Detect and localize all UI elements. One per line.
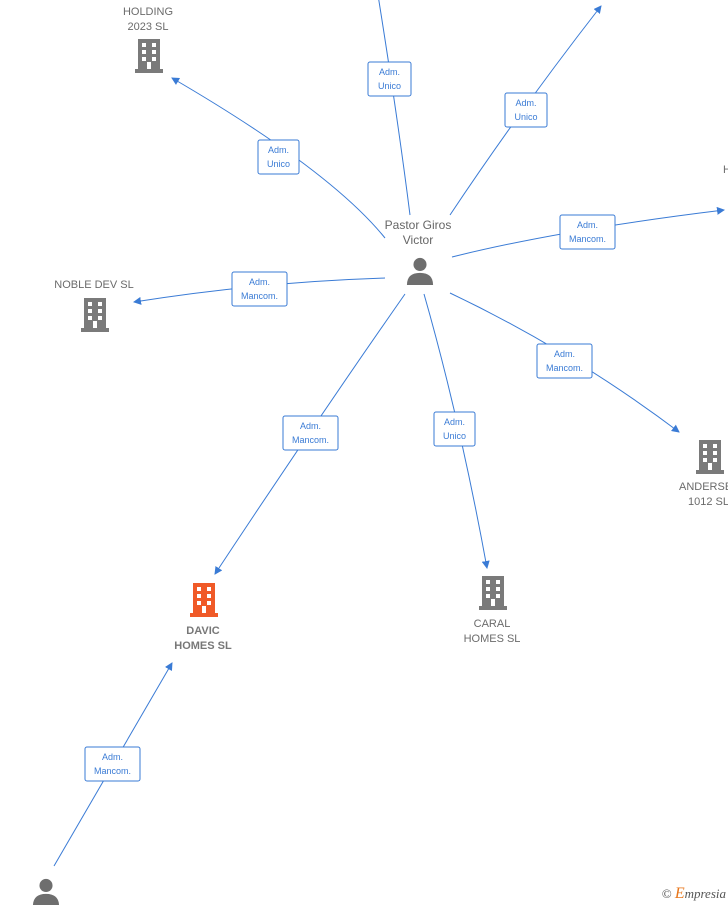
svg-text:Adm.: Adm. — [379, 67, 400, 77]
node-label-line: HOMES SL — [174, 640, 232, 652]
svg-text:Adm.: Adm. — [577, 220, 598, 230]
edge-label-andersen[interactable]: Adm. Mancom. — [536, 343, 593, 379]
svg-text:Unico: Unico — [514, 112, 537, 122]
svg-text:Mancom.: Mancom. — [94, 766, 131, 776]
node-label-line: H — [723, 164, 728, 176]
edges — [53, 0, 725, 867]
edge-label-bottom-davic[interactable]: Adm. Mancom. — [84, 746, 141, 782]
svg-text:Unico: Unico — [443, 431, 466, 441]
edge-label-right-top[interactable]: Adm. Mancom. — [559, 214, 616, 250]
svg-text:Adm.: Adm. — [444, 417, 465, 427]
node-label-line: HOMES SL — [464, 633, 521, 645]
svg-text:Unico: Unico — [378, 81, 401, 91]
edge-holding — [171, 77, 386, 239]
svg-text:Mancom.: Mancom. — [546, 363, 583, 373]
edge-top-a — [378, 0, 411, 216]
person-icon — [406, 257, 434, 285]
edge-label-davic[interactable]: Adm. Mancom. — [282, 415, 339, 451]
node-bottom-person[interactable] — [32, 878, 60, 905]
building-icon — [135, 39, 163, 73]
edge-labels: Adm. Unico Adm. Unico Adm. Unico Adm. Ma… — [84, 61, 616, 782]
node-label-line: HOLDING — [123, 6, 173, 18]
svg-text:Adm.: Adm. — [515, 98, 536, 108]
brand-initial: E — [674, 885, 685, 902]
edge-label-top-a[interactable]: Adm. Unico — [367, 61, 412, 97]
node-label-line: Victor — [403, 233, 433, 247]
footer-brand: © Empresia — [662, 885, 726, 903]
building-icon — [696, 440, 724, 474]
svg-text:Adm.: Adm. — [268, 145, 289, 155]
person-icon — [32, 878, 60, 905]
edge-label-top-b[interactable]: Adm. Unico — [504, 92, 548, 128]
node-label-line: 1012 SL — [688, 496, 728, 508]
building-icon — [81, 298, 109, 332]
node-center[interactable]: Pastor Giros Victor — [385, 218, 452, 285]
node-davic[interactable]: DAVIC HOMES SL — [174, 583, 232, 652]
svg-text:Adm.: Adm. — [554, 349, 575, 359]
edge-label-holding[interactable]: Adm. Unico — [257, 139, 300, 175]
brand-name: mpresia — [684, 886, 726, 901]
node-label-line: NOBLE DEV SL — [54, 279, 133, 291]
node-label-line: CARAL — [474, 618, 511, 630]
edge-label-caral[interactable]: Adm. Unico — [433, 411, 476, 447]
node-right-top[interactable]: H — [723, 164, 728, 176]
svg-text:Mancom.: Mancom. — [569, 234, 606, 244]
copyright-symbol: © — [661, 886, 672, 901]
node-label-line: ANDERSE — [679, 481, 728, 493]
node-label-line: Pastor Giros — [385, 218, 452, 232]
node-noble[interactable]: NOBLE DEV SL — [54, 279, 134, 332]
building-icon — [190, 583, 218, 617]
svg-text:Adm.: Adm. — [249, 277, 270, 287]
node-andersen[interactable]: ANDERSE 1012 SL — [679, 440, 728, 508]
node-holding[interactable]: HOLDING 2023 SL — [123, 6, 173, 73]
edge-label-noble[interactable]: Adm. Mancom. — [231, 271, 288, 307]
svg-text:Mancom.: Mancom. — [292, 435, 329, 445]
svg-text:Adm.: Adm. — [102, 752, 123, 762]
node-label-line: DAVIC — [186, 625, 219, 637]
building-icon — [479, 576, 507, 610]
node-caral[interactable]: CARAL HOMES SL — [464, 576, 521, 645]
node-label-line: 2023 SL — [128, 21, 169, 33]
svg-text:Mancom.: Mancom. — [241, 291, 278, 301]
svg-text:Unico: Unico — [267, 159, 290, 169]
svg-text:Adm.: Adm. — [300, 421, 321, 431]
